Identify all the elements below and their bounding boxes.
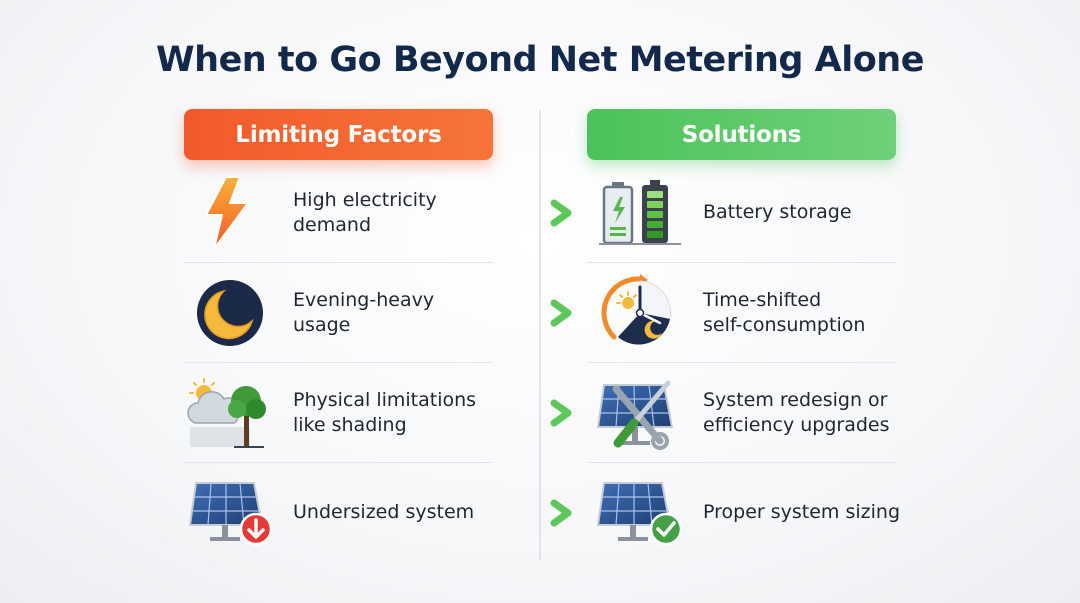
solution-line: System redesign or <box>703 389 888 411</box>
cloud-tree-shading-icon <box>187 378 266 448</box>
day-night-clock-icon <box>601 274 672 345</box>
row-separator <box>184 262 493 263</box>
factor-line: Physical limitations <box>293 389 477 411</box>
solution-line: self-consumption <box>703 314 866 336</box>
factor-line: demand <box>293 214 372 236</box>
solutions-header: Solutions <box>587 109 896 160</box>
column-divider <box>539 110 541 560</box>
row-separator <box>184 462 493 463</box>
solar-panel-check-icon <box>596 482 683 546</box>
arrow-icon <box>502 299 572 327</box>
solution-text: Proper system sizing <box>703 500 923 525</box>
row-separator <box>587 262 896 263</box>
factor-line: like shading <box>293 414 407 436</box>
moon-icon <box>197 280 263 346</box>
solution-line: Proper system sizing <box>703 501 901 523</box>
factor-text: High electricity demand <box>293 188 513 238</box>
arrow-icon <box>502 199 572 227</box>
solution-line: Time-shifted <box>703 289 822 311</box>
comparison-row-2: Evening-heavy usage Time-shifted self-co… <box>0 263 1080 363</box>
page-title: When to Go Beyond Net Metering Alone <box>156 40 924 80</box>
factor-line: High electricity <box>293 189 437 211</box>
solution-line: Battery storage <box>703 201 852 223</box>
row-separator <box>587 462 896 463</box>
factor-text: Undersized system <box>293 500 513 525</box>
factor-text: Evening-heavy usage <box>293 288 513 338</box>
solution-text: Time-shifted self-consumption <box>703 288 923 338</box>
limiting-factors-header: Limiting Factors <box>184 109 493 160</box>
solution-text: System redesign or efficiency upgrades <box>703 388 923 438</box>
solution-line: efficiency upgrades <box>703 414 890 436</box>
factor-line: Undersized system <box>293 501 475 523</box>
row-separator <box>587 362 896 363</box>
solution-text: Battery storage <box>703 200 923 225</box>
factor-line: usage <box>293 314 351 336</box>
solar-panel-tools-icon <box>596 380 674 450</box>
lightning-bolt-icon <box>205 176 249 250</box>
arrow-icon <box>502 499 572 527</box>
comparison-row-1: High electricity demand Battery storage <box>0 163 1080 263</box>
row-separator <box>184 362 493 363</box>
solar-panel-down-icon <box>188 482 273 546</box>
factor-line: Evening-heavy <box>293 289 435 311</box>
factor-text: Physical limitations like shading <box>293 388 513 438</box>
comparison-row-4: Undersized system Proper system sizing <box>0 463 1080 563</box>
comparison-row-3: Physical limitations like shading System… <box>0 363 1080 463</box>
battery-icon <box>599 180 681 245</box>
arrow-icon <box>502 399 572 427</box>
